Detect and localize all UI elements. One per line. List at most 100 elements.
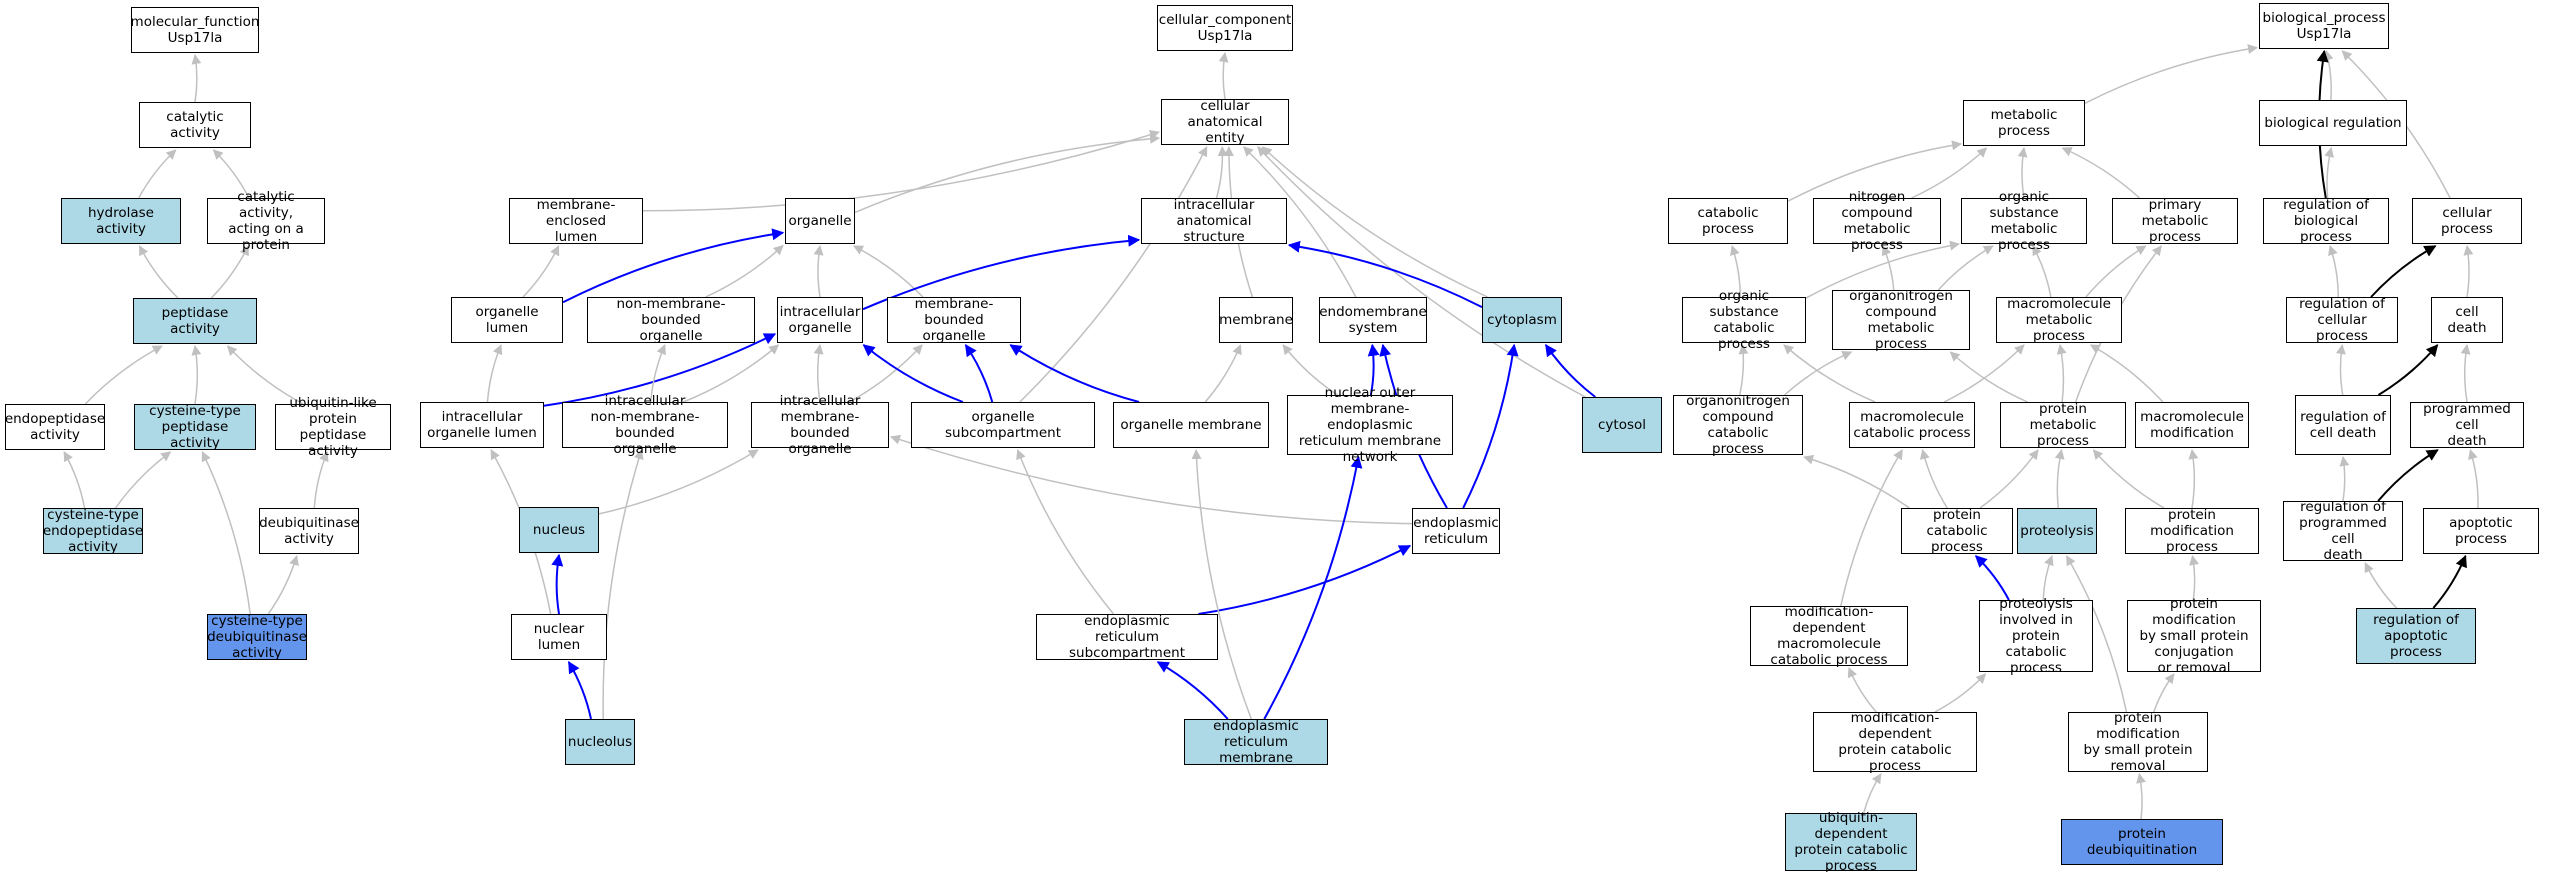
go-term-node-ncmp[interactable]: nitrogen compound metabolic process <box>1813 189 1941 253</box>
edge-mbo-to-org <box>852 245 924 298</box>
go-term-node-mbo[interactable]: membrane-bounded organelle <box>887 296 1021 344</box>
go-term-node-osc[interactable]: organelle subcompartment <box>911 402 1095 448</box>
edge-mm-to-mmp <box>2089 344 2164 403</box>
go-term-node-orgl[interactable]: organelle lumen <box>451 297 563 343</box>
go-term-node-pmod[interactable]: protein modification process <box>2125 507 2259 555</box>
edge-nuc-to-imbo <box>598 449 759 515</box>
go-term-node-mel[interactable]: membrane-enclosed lumen <box>509 197 643 245</box>
edge-cat-to-mf <box>191 54 202 103</box>
go-term-node-cc[interactable]: cellular_component Usp17la <box>1157 5 1293 51</box>
go-term-node-onccp[interactable]: organonitrogen compound catabolic proces… <box>1673 393 1803 457</box>
go-term-node-rcp[interactable]: regulation of cellular process <box>2286 296 2398 344</box>
edge-imbo-to-io <box>813 344 824 403</box>
edge-deub-to-ubl <box>313 451 329 509</box>
go-term-node-pmp[interactable]: primary metabolic process <box>2112 197 2238 245</box>
go-term-node-nl[interactable]: nuclear lumen <box>511 614 607 660</box>
go-term-node-bp[interactable]: biological_process Usp17la <box>2259 3 2389 49</box>
go-term-node-oscp[interactable]: organic substance catabolic process <box>1682 288 1806 352</box>
go-term-node-protmp[interactable]: protein metabolic process <box>2000 401 2126 449</box>
go-term-node-endop[interactable]: endopeptidase activity <box>5 404 105 450</box>
go-term-node-pmspr[interactable]: protein modification by small protein re… <box>2068 710 2208 774</box>
edge-pmod-to-protmp <box>2092 449 2165 509</box>
go-term-node-udpcp[interactable]: ubiquitin-dependent protein catabolic pr… <box>1785 810 1917 872</box>
go-term-node-org[interactable]: organelle <box>785 198 855 244</box>
go-term-node-pep[interactable]: peptidase activity <box>133 298 257 344</box>
go-term-node-mdmcp[interactable]: modification-dependent macromolecule cat… <box>1750 604 1908 668</box>
edge-cae-to-cc <box>1218 52 1229 100</box>
go-term-node-cae[interactable]: cellular anatomical entity <box>1161 98 1289 146</box>
edge-osc-to-mbo <box>964 344 994 403</box>
go-term-node-rpcd[interactable]: regulation of programmed cell death <box>2283 499 2403 563</box>
edge-osc-to-cae <box>1019 146 1208 403</box>
edge-pmod-to-mm <box>2188 449 2199 509</box>
go-term-node-ias[interactable]: intracellular anatomical structure <box>1141 197 1287 245</box>
edge-pep-to-hyd <box>138 245 179 299</box>
go-term-node-mcp[interactable]: macromolecule catabolic process <box>1849 402 1975 448</box>
go-term-node-iol[interactable]: intracellular organelle lumen <box>420 402 544 448</box>
edge-orgl-to-org <box>562 228 785 304</box>
go-term-node-cyto[interactable]: cytoplasm <box>1482 297 1562 343</box>
go-term-node-oncmp[interactable]: organonitrogen compound metabolic proces… <box>1832 288 1970 352</box>
go-term-node-ap[interactable]: apoptotic process <box>2423 508 2539 554</box>
go-term-node-imbo[interactable]: intracellular membrane-bounded organelle <box>751 393 889 457</box>
go-term-node-nuc[interactable]: nucleus <box>519 507 599 553</box>
go-term-node-nmbo[interactable]: non-membrane-bounded organelle <box>587 296 755 344</box>
go-term-node-pdeub[interactable]: protein deubiquitination <box>2061 819 2223 865</box>
go-term-node-catp[interactable]: catalytic activity, acting on a protein <box>207 189 325 253</box>
edge-endop-to-pep <box>84 345 163 405</box>
go-term-node-erm[interactable]: endoplasmic reticulum membrane <box>1184 718 1328 766</box>
go-term-node-prot[interactable]: proteolysis <box>2017 508 2097 554</box>
go-term-node-mm[interactable]: macromolecule modification <box>2135 402 2249 448</box>
go-term-node-osmp[interactable]: organic substance metabolic process <box>1961 189 2087 253</box>
edge-rcd-to-rcp <box>2335 344 2346 396</box>
go-term-node-inmbo[interactable]: intracellular non-membrane-bounded organ… <box>562 393 728 457</box>
go-term-node-nucleolus[interactable]: nucleolus <box>565 719 635 765</box>
edge-rcp-to-cp <box>2370 245 2437 298</box>
edge-cytosol-to-cae <box>1257 146 1586 398</box>
go-term-node-om[interactable]: organelle membrane <box>1113 402 1269 448</box>
go-term-node-mem[interactable]: membrane <box>1219 297 1293 343</box>
go-term-node-cytosol[interactable]: cytosol <box>1582 397 1662 453</box>
go-term-node-ems[interactable]: endomembrane system <box>1319 297 1427 343</box>
edge-pmspr-to-pmspc <box>2153 673 2175 713</box>
go-term-node-pmspc[interactable]: protein modification by small protein co… <box>2127 596 2261 676</box>
go-term-node-pcp[interactable]: protein catabolic process <box>1901 507 2013 555</box>
go-term-node-pcd[interactable]: programmed cell death <box>2410 401 2524 449</box>
go-term-node-mdpcp[interactable]: modification-dependent protein catabolic… <box>1813 710 1977 774</box>
go-term-node-cd[interactable]: cell death <box>2431 297 2503 343</box>
edge-rap-to-rpcd <box>2364 562 2398 609</box>
go-term-node-deub[interactable]: deubiquitinase activity <box>259 508 359 554</box>
go-term-node-rap[interactable]: regulation of apoptotic process <box>2356 608 2476 664</box>
go-term-node-cp[interactable]: cellular process <box>2412 198 2522 244</box>
go-term-node-nome[interactable]: nuclear outer membrane-endoplasmic retic… <box>1287 385 1453 465</box>
go-term-node-pipcp[interactable]: proteolysis involved in protein cataboli… <box>1979 596 2093 676</box>
go-term-node-ubl[interactable]: ubiquitin-like protein peptidase activit… <box>275 395 391 459</box>
go-term-node-hyd[interactable]: hydrolase activity <box>61 198 181 244</box>
go-term-node-io[interactable]: intracellular organelle <box>777 297 863 343</box>
go-term-node-cysend[interactable]: cysteine-type endopeptidase activity <box>42 507 144 555</box>
edge-mcp-to-mmp <box>1943 344 2025 403</box>
go-term-node-cat[interactable]: catalytic activity <box>139 102 251 148</box>
edge-udpcp-to-mdpcp <box>1863 773 1882 814</box>
go-term-node-cysdeub[interactable]: cysteine-type deubiquitinase activity <box>207 613 307 661</box>
go-term-node-mp[interactable]: metabolic process <box>1963 100 2085 146</box>
edge-cysdeub-to-deub <box>267 555 299 615</box>
go-term-node-rcd[interactable]: regulation of cell death <box>2295 395 2391 455</box>
edge-pcp-to-mcp <box>1919 449 1948 509</box>
edge-iol-to-io <box>543 333 777 407</box>
go-term-node-rbp[interactable]: regulation of biological process <box>2263 197 2389 245</box>
go-term-node-cyspep[interactable]: cysteine-type peptidase activity <box>134 403 256 451</box>
edge-rpcd-to-pcd <box>2377 449 2439 502</box>
edge-mdmcp-to-mcp <box>1840 449 1903 607</box>
go-term-node-ersc[interactable]: endoplasmic reticulum subcompartment <box>1036 613 1218 661</box>
go-term-node-mmp[interactable]: macromolecule metabolic process <box>1996 296 2122 344</box>
go-term-node-mf[interactable]: molecular_function Usp17la <box>131 7 259 53</box>
go-term-node-er[interactable]: endoplasmic reticulum <box>1412 508 1500 554</box>
edge-nome-to-ems <box>1367 343 1380 396</box>
go-term-node-catproc[interactable]: catabolic process <box>1668 198 1788 244</box>
edge-oncmp-to-ncmp <box>1881 245 1895 291</box>
edge-mmp-to-osmp <box>2032 245 2052 298</box>
go-term-node-breg[interactable]: biological regulation <box>2259 100 2407 146</box>
edge-ems-to-cae <box>1242 146 1357 298</box>
